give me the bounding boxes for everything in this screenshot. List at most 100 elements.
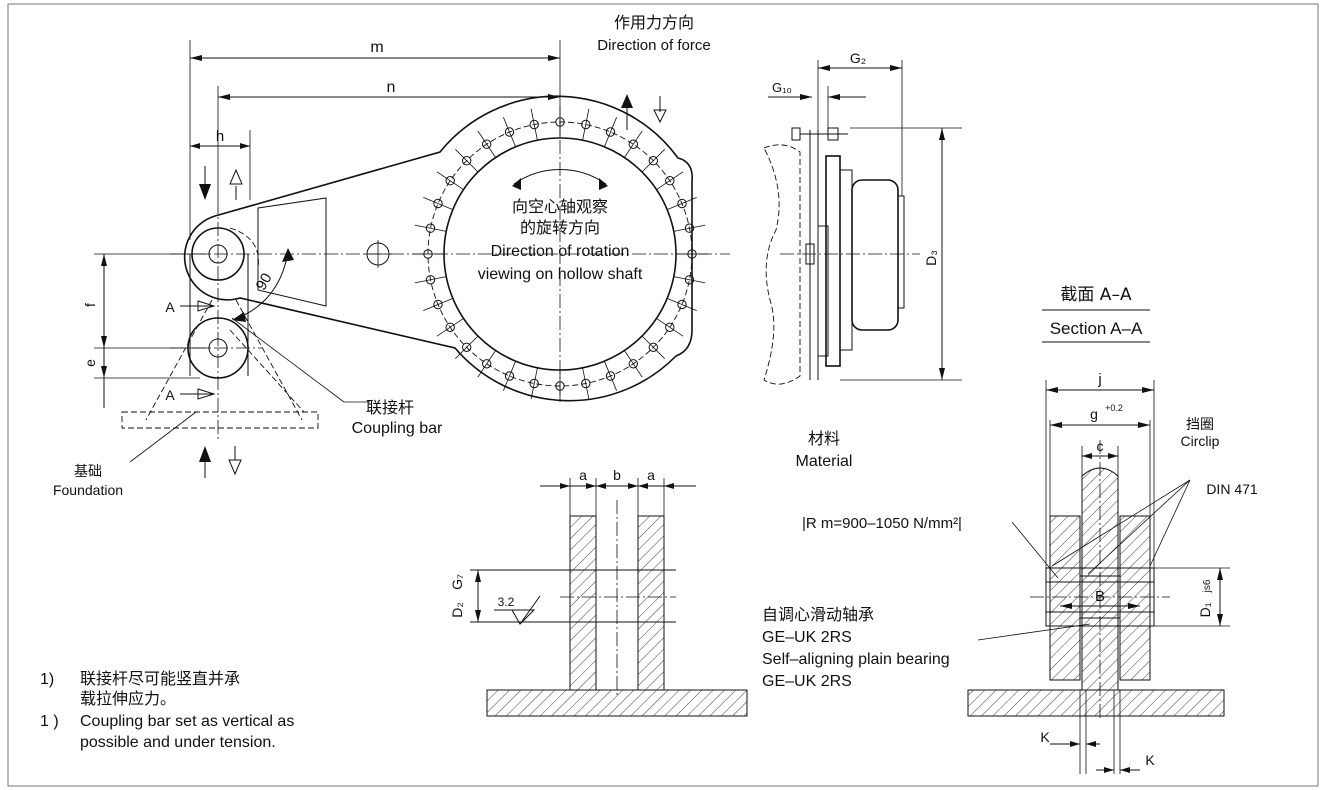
dim-d2: D₂: [449, 602, 465, 618]
bolt-holes: [412, 106, 708, 402]
bolt-hole: [605, 371, 616, 381]
bolt-centerline: [414, 276, 447, 284]
note-number-en: 1 ): [40, 713, 59, 730]
torque-arm-view: [94, 40, 730, 478]
dim-g2: G₂: [850, 50, 866, 66]
note-cn-1: 联接杆尽可能竖直并承: [80, 669, 240, 688]
force-direction-cn: 作用力方向: [614, 13, 694, 32]
dim-b-bearing: B: [1095, 588, 1105, 605]
dim-d1: D₁: [1197, 602, 1213, 617]
bolt-hole: [677, 198, 687, 209]
bolt-hole: [445, 322, 455, 332]
side-view: [763, 60, 962, 385]
dim-m: m: [370, 39, 383, 56]
bolt-centerline: [673, 276, 706, 284]
bearing-cn: 自调心滑动轴承: [762, 605, 874, 624]
bearing-model-2: GE–UK 2RS: [762, 673, 852, 690]
bolt-centerline: [436, 171, 464, 190]
bolt-centerline: [423, 197, 453, 210]
dim-n: n: [387, 79, 396, 96]
force-direction-en: Direction of force: [597, 37, 710, 54]
bolt-centerline: [656, 171, 684, 190]
bolt-centerline: [604, 361, 617, 391]
circlip-en: Circlip: [1181, 433, 1220, 449]
bolt-centerline: [414, 224, 447, 232]
rotation-en-2: viewing on hollow shaft: [478, 266, 643, 283]
bolt-hole: [529, 119, 539, 130]
bolt-centerline: [673, 224, 706, 232]
bolt-centerline: [624, 130, 643, 158]
bolt-hole: [648, 156, 658, 166]
bolt-centerline: [604, 117, 617, 147]
bolt-centerline: [423, 298, 453, 311]
section-title-en: Section A–A: [1050, 319, 1143, 338]
section-a-a-view: [967, 380, 1230, 774]
bolt-hole: [462, 156, 472, 166]
sheet-frame: [7, 3, 1319, 787]
bolt-hole: [445, 176, 455, 186]
bolt-hole: [425, 275, 436, 285]
section-mark-a-lower: A: [165, 387, 175, 403]
bolt-hole: [425, 223, 436, 233]
dim-k-left: K: [1040, 729, 1050, 745]
bearing-model-1: GE–UK 2RS: [762, 629, 852, 646]
rotation-en-1: Direction of rotation: [491, 243, 630, 260]
material-en: Material: [796, 453, 853, 470]
bolt-hole: [684, 223, 695, 233]
circlip-cn: 挡圈: [1186, 417, 1214, 433]
pin-detail-view: [470, 478, 748, 717]
coupling-bar-cn: 联接杆: [366, 398, 414, 417]
circlip-din: DIN 471: [1206, 481, 1258, 497]
bolt-centerline: [667, 298, 697, 311]
note-cn-2: 载拉伸应力。: [80, 689, 176, 708]
dim-a-left: a: [579, 467, 587, 483]
bolt-hole: [581, 378, 591, 389]
bolt-centerline: [477, 350, 496, 378]
bearing-en: Self–aligning plain bearing: [762, 651, 950, 668]
dim-g10: G₁₀: [772, 80, 792, 95]
rotation-cn-2: 的旋转方向: [520, 218, 600, 237]
bolt-centerline: [436, 318, 464, 337]
coupling-bar-en: Coupling bar: [352, 420, 443, 437]
bolt-hole: [433, 198, 443, 209]
dim-e: e: [82, 359, 98, 367]
dim-j: j: [1097, 371, 1101, 388]
bolt-hole: [665, 176, 675, 186]
bolt-hole: [628, 139, 638, 149]
bolt-hole: [504, 371, 515, 381]
dim-g-tolerance: +0.2: [1105, 403, 1123, 413]
dim-c: c: [1097, 438, 1104, 454]
bolt-hole: [482, 139, 492, 149]
bolt-hole: [482, 359, 492, 369]
bolt-centerline: [656, 318, 684, 337]
foundation-cn: 基础: [74, 463, 102, 480]
bolt-hole: [605, 127, 616, 137]
section-title-cn: 截面 A–A: [1060, 285, 1132, 305]
dim-k-right: K: [1145, 752, 1155, 768]
dim-a-right: a: [647, 467, 655, 483]
bolt-hole: [433, 299, 443, 310]
dim-f: f: [82, 303, 98, 307]
dim-g: g: [1090, 406, 1098, 422]
note-en-2: possible and under tension.: [80, 734, 276, 751]
dim-d3: D₃: [923, 250, 939, 266]
bolt-hole: [684, 275, 695, 285]
bolt-centerline: [455, 335, 479, 359]
bolt-hole: [628, 359, 638, 369]
material-cn: 材料: [808, 429, 840, 448]
bolt-centerline: [503, 361, 516, 391]
bolt-centerline: [641, 149, 665, 173]
dim-d1-tolerance: js6: [1202, 579, 1213, 593]
bolt-centerline: [667, 197, 697, 210]
foundation-en: Foundation: [53, 482, 123, 498]
bolt-hole: [504, 127, 515, 137]
bolt-centerline: [624, 350, 643, 378]
bolt-hole: [677, 299, 687, 310]
bolt-centerline: [477, 130, 496, 158]
bolt-centerline: [641, 335, 665, 359]
bolt-centerline: [455, 149, 479, 173]
note-en-1: Coupling bar set as vertical as: [80, 713, 294, 730]
bolt-hole: [665, 322, 675, 332]
bolt-hole: [648, 342, 658, 352]
